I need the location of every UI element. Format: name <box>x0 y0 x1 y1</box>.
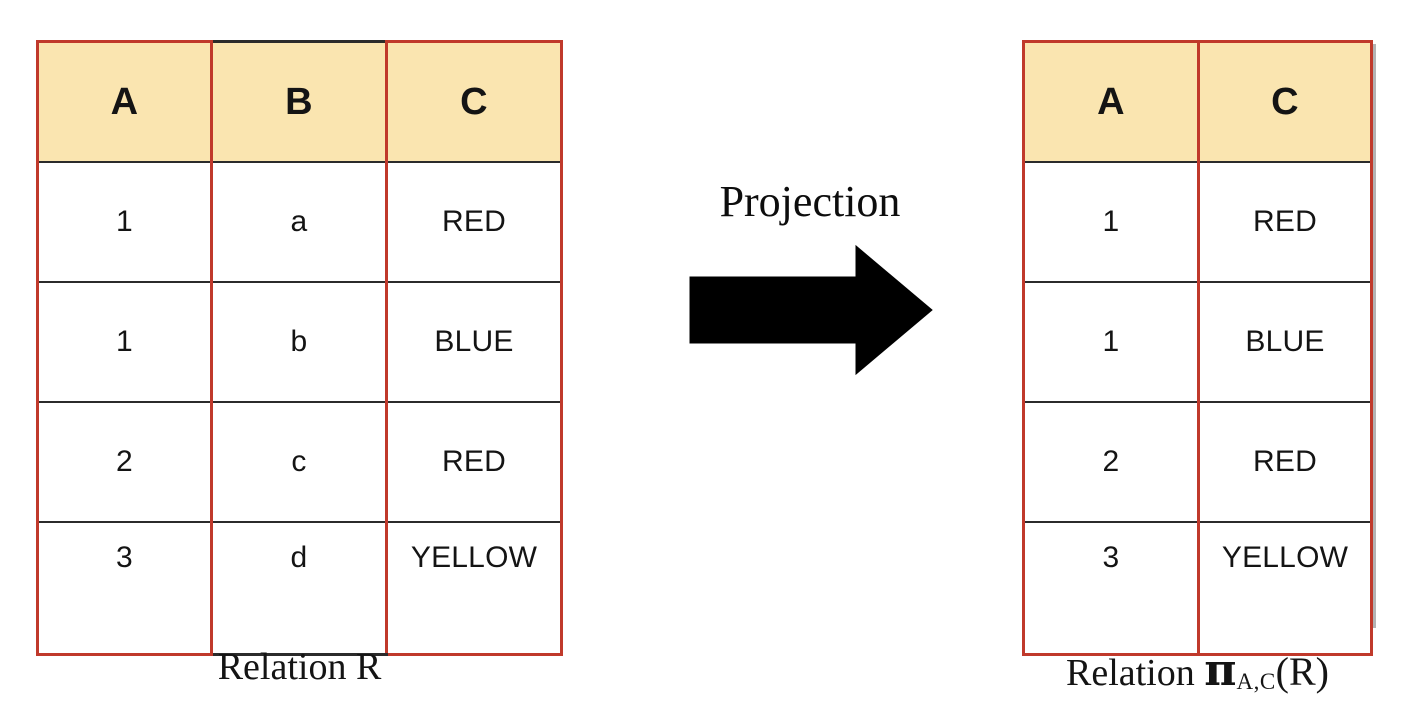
cell-a: 2 <box>1022 401 1200 523</box>
cell-c: RED <box>1197 161 1373 283</box>
cell-c: BLUE <box>385 281 563 403</box>
table-edge-shadow <box>1373 44 1376 628</box>
cell-c: YELLOW <box>385 521 563 656</box>
column-header-b: B <box>210 40 388 163</box>
pi-operand: (R) <box>1275 649 1329 694</box>
table-row: 3 YELLOW <box>1022 521 1373 656</box>
cell-a: 3 <box>1022 521 1200 656</box>
column-header-c: C <box>1197 40 1373 163</box>
cell-b: d <box>210 521 388 656</box>
cell-c: RED <box>1197 401 1373 523</box>
table-row: 2 c RED <box>36 401 563 523</box>
column-header-a: A <box>1022 40 1200 163</box>
column-header-a: A <box>36 40 213 163</box>
cell-c: RED <box>385 401 563 523</box>
cell-a: 1 <box>36 161 213 283</box>
table-header-row: A B C <box>36 40 563 163</box>
table-header-row: A C <box>1022 40 1373 163</box>
pi-operator-symbol: π <box>1204 645 1237 696</box>
projection-result-caption: Relation πA,C(R) <box>1000 645 1395 696</box>
cell-b: c <box>210 401 388 523</box>
cell-c: RED <box>385 161 563 283</box>
table-row: 1 BLUE <box>1022 281 1373 403</box>
table-row: 1 b BLUE <box>36 281 563 403</box>
projection-label: Projection <box>719 177 901 226</box>
cell-a: 2 <box>36 401 213 523</box>
cell-b: a <box>210 161 388 283</box>
right-block-arrow-icon <box>689 244 933 376</box>
caption-prefix: Relation <box>1065 652 1195 694</box>
table-row: 3 d YELLOW <box>36 521 563 656</box>
cell-a: 1 <box>1022 281 1200 403</box>
cell-b: b <box>210 281 388 403</box>
relation-r-caption: Relation R <box>36 645 563 689</box>
table-row: 1 RED <box>1022 161 1373 283</box>
cell-a: 1 <box>36 281 213 403</box>
cell-c: BLUE <box>1197 281 1373 403</box>
column-header-c: C <box>385 40 563 163</box>
cell-a: 1 <box>1022 161 1200 283</box>
projection-result-table: A C 1 RED 1 BLUE 2 RED 3 YELLOW <box>1022 40 1373 656</box>
caption-text: Relation R <box>217 646 382 688</box>
pi-subscript: A,C <box>1236 669 1276 694</box>
table-row: 2 RED <box>1022 401 1373 523</box>
table-row: 1 a RED <box>36 161 563 283</box>
relation-r-table: A B C 1 a RED 1 b BLUE 2 c RED 3 d YELLO… <box>36 40 563 656</box>
cell-c: YELLOW <box>1197 521 1373 656</box>
cell-a: 3 <box>36 521 213 656</box>
